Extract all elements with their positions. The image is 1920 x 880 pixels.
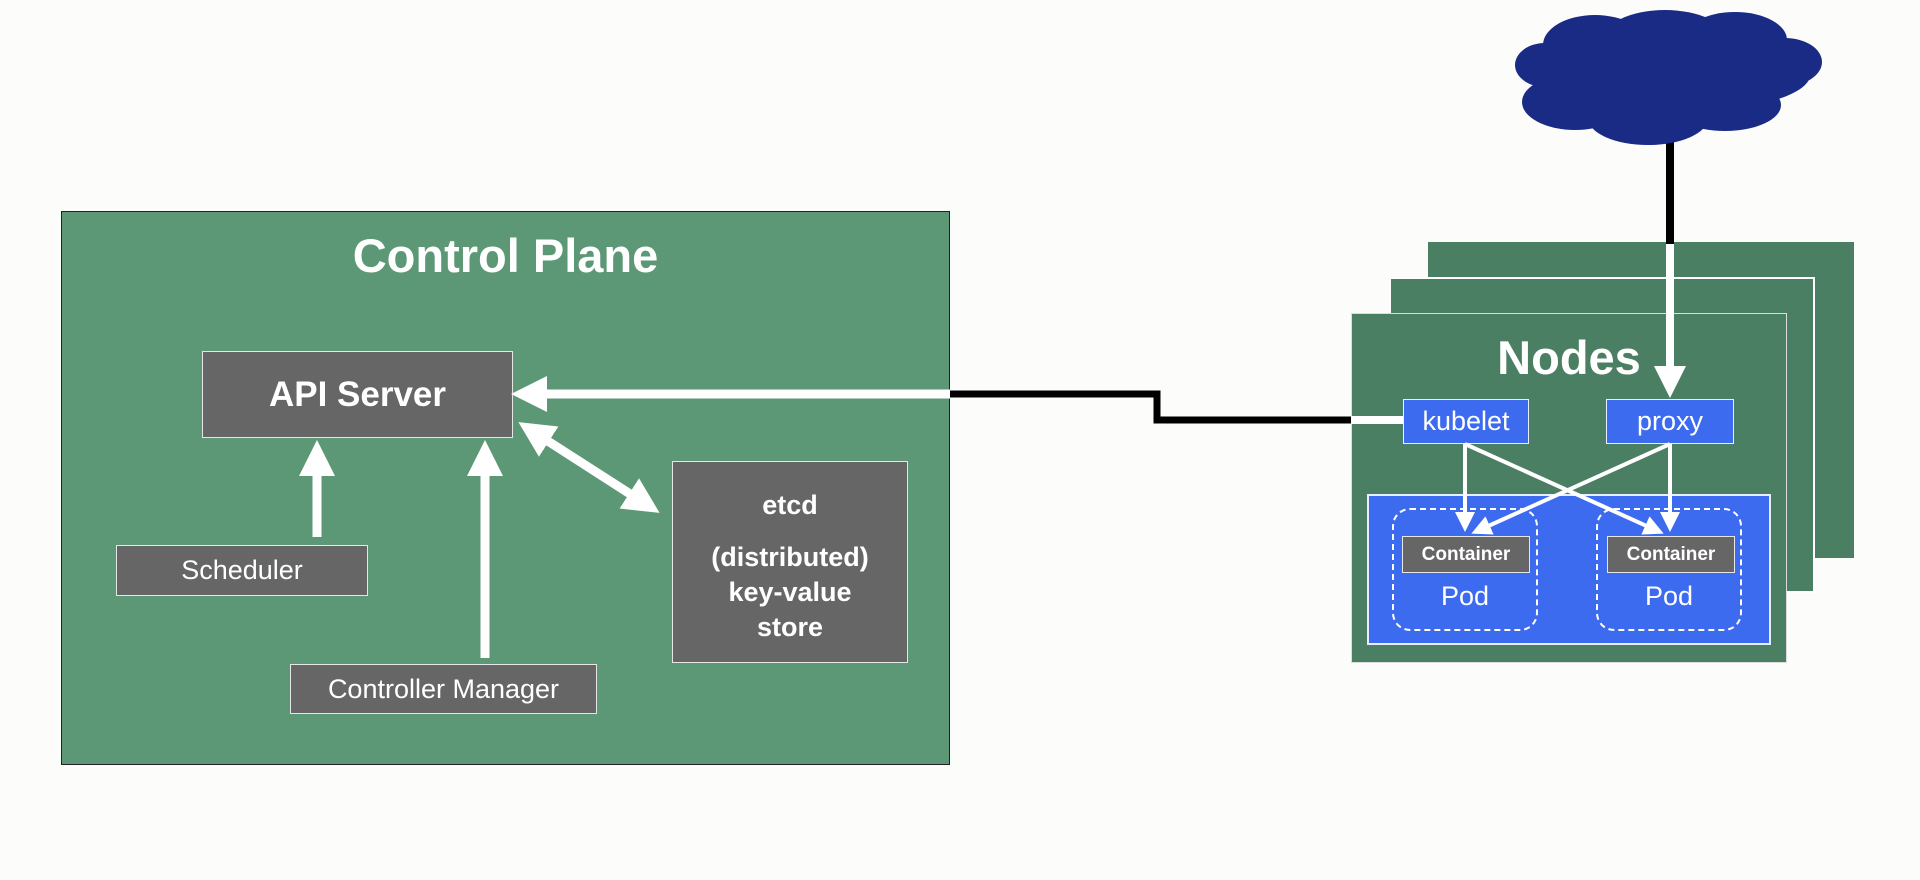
- proxy-box: proxy: [1606, 399, 1734, 444]
- controller-manager-box: Controller Manager: [290, 664, 597, 714]
- proxy-to-container-arrow: [1471, 442, 1671, 535]
- etcd-box: etcd (distributed) key-value store: [672, 461, 908, 663]
- container-box: Container: [1402, 536, 1530, 573]
- scheduler-box: Scheduler: [116, 545, 368, 596]
- pod-label: Pod: [1644, 580, 1694, 611]
- kubelet-box: kubelet: [1403, 399, 1529, 444]
- api-etcd-arrow: [518, 422, 660, 513]
- cluster-link-line: [950, 390, 1351, 424]
- kubelet-to-container-arrow: [1464, 442, 1664, 535]
- cloud-icon: [1515, 10, 1822, 145]
- etcd-desc-line2: key-value: [728, 577, 852, 607]
- pod-label: Pod: [1440, 580, 1490, 611]
- api-server-box: API Server: [202, 351, 513, 438]
- control-plane-title: Control Plane: [352, 228, 659, 282]
- etcd-title: etcd: [762, 490, 818, 520]
- etcd-desc-line1: (distributed): [711, 542, 869, 572]
- nodes-title: Nodes: [1497, 330, 1641, 384]
- etcd-desc-line3: store: [756, 612, 824, 642]
- container-box: Container: [1607, 536, 1735, 573]
